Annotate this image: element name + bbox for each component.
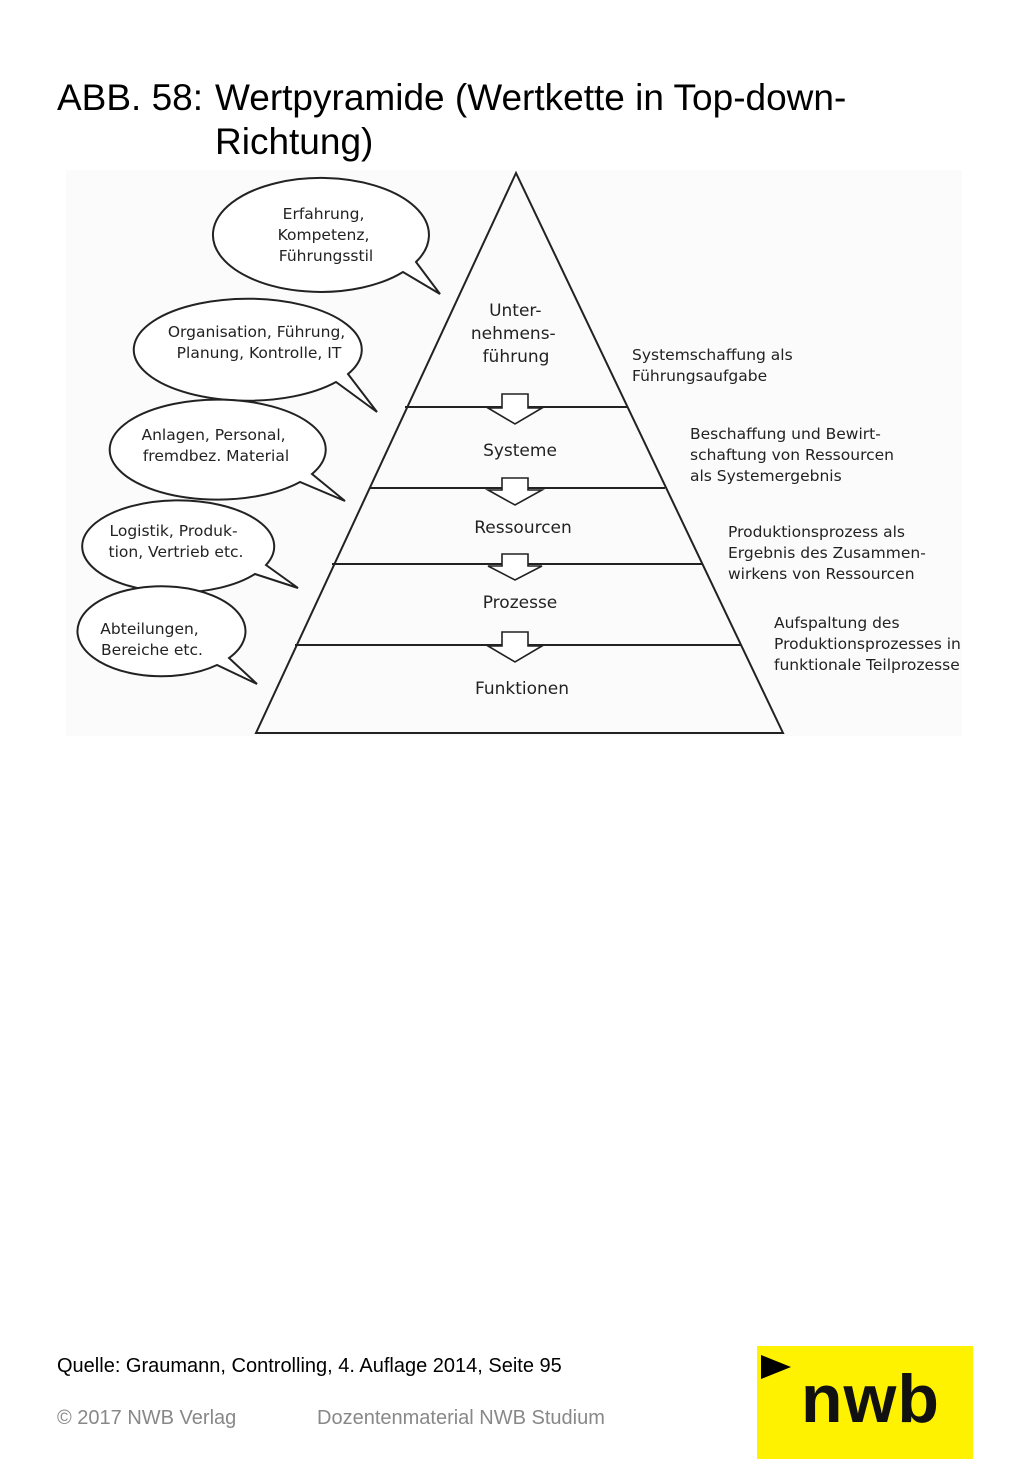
note-aufspaltung: Aufspaltung des Produktionsprozesses in … [774,614,966,674]
note-beschaffung: Beschaffung und Bewirt- schaftung von Re… [690,425,899,485]
speech-bubble [108,398,346,502]
note-systemschaffung: Systemschaffung als Führungsaufgabe [632,346,798,385]
footer-material: Dozentenmaterial NWB Studium [317,1407,605,1429]
down-arrow-icon [485,631,545,663]
down-arrow-icon [484,477,546,506]
footer-copyright: © 2017 NWB Verlag [57,1407,237,1429]
figure-number: ABB. 58: [57,77,204,118]
play-triangle-icon [761,1355,791,1379]
slide-title: ABB. 58: Wertpyramide (Wertkette in Top-d… [57,76,957,164]
bubble-text-abteilungen: Abteilungen, Bereiche etc. [100,620,203,659]
pyramid-outline [254,170,785,734]
down-arrow-icon [485,393,545,425]
bubble-text-logistik: Logistik, Produk- tion, Vertrieb etc. [109,522,244,561]
level-label-funktionen: Funktionen [475,679,569,699]
note-produktionsprozess: Produktionsprozess als Ergebnis des Zusa… [728,523,931,583]
speech-bubble [212,176,441,295]
nwb-logo: nwb [757,1346,973,1459]
speech-bubble [76,585,258,685]
logo-wordmark: nwb [801,1361,940,1437]
bubble-text-anlagen: Anlagen, Personal, fremdbez. Material [141,426,290,465]
bubble-text-organisation: Organisation, Führung, Planung, Kontroll… [168,323,350,362]
level-label-systeme: Systeme [483,441,557,461]
value-pyramid-diagram: Unter- nehmens- führung Systeme Ressourc… [76,170,966,734]
speech-bubble [132,297,378,413]
level-label-ressourcen: Ressourcen [474,518,572,538]
level-label-prozesse: Prozesse [483,593,558,613]
title-line-2: Richtung) [215,121,374,162]
title-line-1: Wertpyramide (Wertkette in Top-down- [215,77,847,118]
source-citation: Quelle: Graumann, Controlling, 4. Auflag… [57,1355,562,1377]
bubble-text-erfahrung: Erfahrung, Kompetenz, Führungsstil [278,205,375,265]
level-label-unternehmensfuehrung: Unter- nehmens- führung [471,301,561,367]
down-arrow-icon [487,553,543,581]
